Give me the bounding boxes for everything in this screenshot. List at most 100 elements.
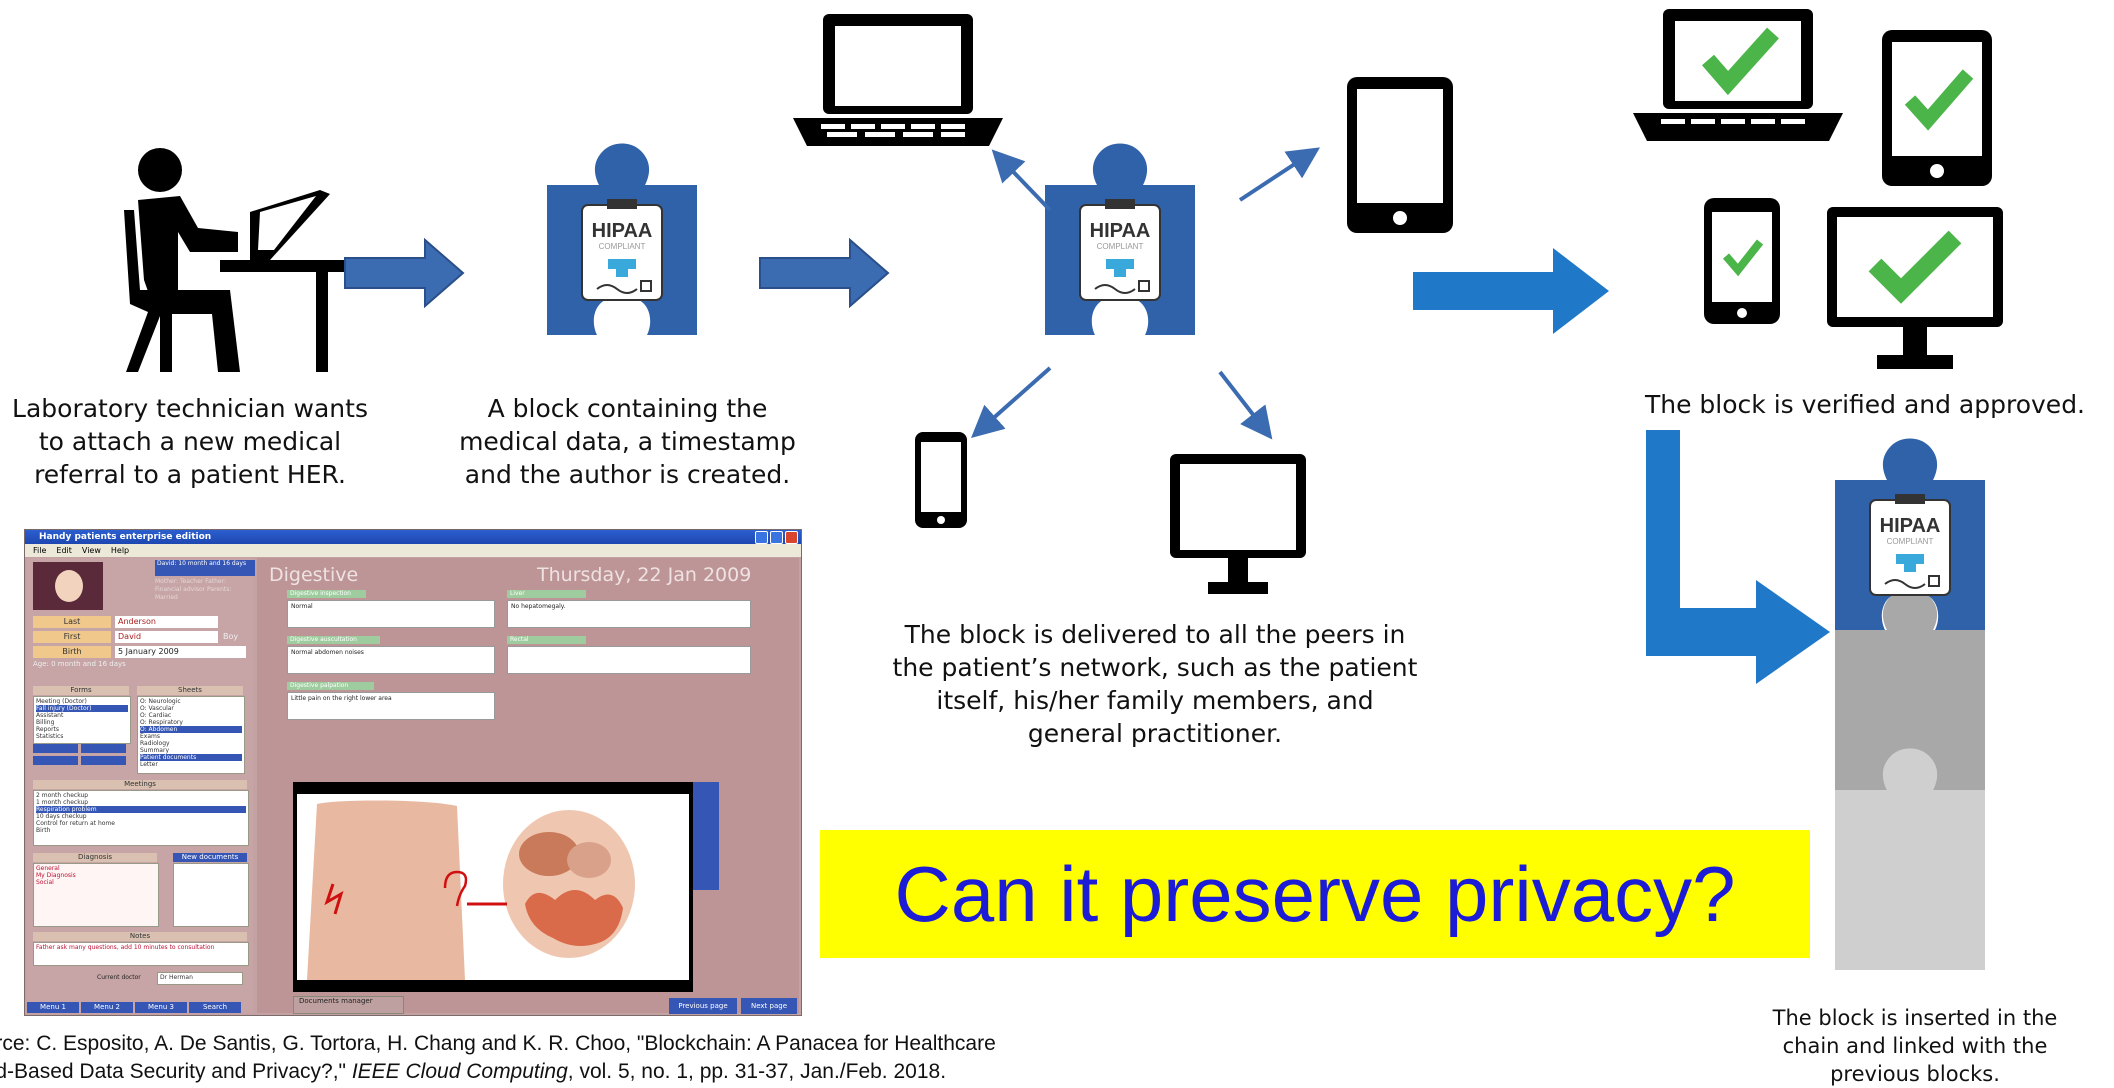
sheet-item[interactable]: Letter — [140, 761, 158, 768]
tab-menu-1[interactable]: Menu 1 — [27, 1002, 79, 1013]
rectal-label: Rectal — [507, 636, 586, 644]
tablet-verified-icon — [1882, 30, 1992, 186]
inserted-caption: The block is inserted in the chain and l… — [1772, 1006, 2058, 1086]
last-field[interactable]: Anderson — [115, 616, 218, 628]
sheet-item[interactable]: Summary — [140, 747, 169, 754]
arrow-right-3 — [1413, 248, 1609, 334]
inspection-field[interactable]: Normal — [287, 600, 495, 628]
agenda-button[interactable] — [81, 756, 126, 765]
meetings-list[interactable]: 2 month checkup 1 month checkup Respirat… — [33, 790, 249, 846]
phone-verified-icon — [1704, 198, 1780, 324]
source-line-2-post: , vol. 5, no. 1, pp. 31-37, Jan./Feb. 20… — [567, 1060, 947, 1083]
next-page-button[interactable]: Next page — [741, 998, 797, 1014]
forms-list[interactable]: Meeting (Doctor) Fall injury (Doctor) As… — [33, 696, 131, 744]
meetings-header: Meetings — [33, 780, 247, 789]
diagnosis-item[interactable]: Social — [36, 879, 54, 886]
menu-edit[interactable]: Edit — [56, 546, 72, 555]
sex-field: Boy — [223, 632, 239, 641]
form-item[interactable]: Assistant — [36, 712, 64, 719]
source-journal: IEEE Cloud Computing — [351, 1060, 568, 1083]
image-toolbar[interactable] — [693, 782, 719, 890]
form-item[interactable]: Meeting (Doctor) — [36, 698, 87, 705]
close-button[interactable] — [785, 531, 798, 544]
tablet-icon — [1347, 77, 1453, 233]
birth-field[interactable]: 5 January 2009 — [115, 646, 246, 658]
window-buttons — [755, 531, 798, 544]
source-line-1: ource: C. Esposito, A. De Santis, G. Tor… — [0, 1032, 996, 1055]
svg-text:HIPAA: HIPAA — [592, 220, 653, 242]
verified-caption: The block is verified and approved. — [1644, 390, 2086, 419]
auscultation-field[interactable]: Normal abdomen noises — [287, 646, 495, 674]
diagnosis-item[interactable]: My Diagnosis — [36, 872, 76, 879]
auscultation-label: Digestive auscultation — [287, 636, 380, 644]
documents-manager-button[interactable]: Documents manager — [293, 996, 404, 1014]
section-title: Digestive — [269, 564, 359, 586]
diagnosis-item[interactable]: General — [36, 865, 60, 872]
meeting-item[interactable]: 2 month checkup — [36, 792, 89, 799]
palpation-label: Digestive palpation — [287, 682, 374, 690]
inspection-label: Digestive inspection — [287, 590, 366, 598]
diagnosis-list[interactable]: General My Diagnosis Social — [33, 863, 159, 927]
broadcast-arrows — [971, 147, 1321, 440]
first-field[interactable]: David — [115, 631, 218, 643]
new-documents-list[interactable] — [173, 863, 249, 927]
arrow-right-1 — [344, 237, 465, 309]
puzzle-block-delivered: HIPAA COMPLIANT — [1045, 143, 1195, 335]
admission-button[interactable] — [33, 756, 78, 765]
form-item[interactable]: Fall injury (Doctor) — [36, 705, 128, 712]
sheet-item[interactable]: O: Abdomen — [140, 726, 242, 733]
anatomy-image — [297, 794, 689, 980]
app-right-panel: Digestive Thursday, 22 Jan 2009 Digestiv… — [257, 558, 799, 1014]
current-doctor-label: Current doctor — [97, 974, 141, 981]
app-title: Handy patients enterprise edition — [39, 532, 212, 542]
anatomy-image-panel — [293, 782, 693, 992]
sheets-list[interactable]: O: Neurologic O: Vascular O: Cardiac O: … — [137, 696, 245, 774]
form-item[interactable]: Statistics — [36, 733, 64, 740]
sheet-item[interactable]: O: Vascular — [140, 705, 174, 712]
sym-button[interactable] — [81, 744, 126, 753]
sheet-item[interactable]: O: Cardiac — [140, 712, 172, 719]
laptop-icon — [793, 14, 1003, 146]
previous-page-button[interactable]: Previous page — [669, 998, 737, 1014]
sheet-item[interactable]: Exams — [140, 733, 160, 740]
meeting-item[interactable]: Birth — [36, 827, 51, 834]
source-citation: ource: C. Esposito, A. De Santis, G. Tor… — [0, 1030, 1372, 1086]
notes-header: Notes — [33, 932, 247, 941]
sheet-item[interactable]: Patient documents — [140, 754, 242, 761]
meeting-item[interactable]: Respiration problem — [36, 806, 246, 813]
tab-menu-2[interactable]: Menu 2 — [81, 1002, 133, 1013]
arrow-right-2 — [759, 237, 890, 309]
sheet-item[interactable]: O: Respiratory — [140, 719, 183, 726]
monitor-icon — [1170, 454, 1306, 594]
palpation-field[interactable]: Little pain on the right lower area — [287, 692, 495, 720]
minimize-button[interactable] — [755, 531, 768, 544]
meeting-item[interactable]: 1 month checkup — [36, 799, 89, 806]
tab-menu-3[interactable]: Menu 3 — [135, 1002, 187, 1013]
puzzle-block-created: HIPAA COMPLIANT — [547, 143, 697, 335]
patient-photo — [33, 562, 103, 610]
maximize-button[interactable] — [770, 531, 783, 544]
soap-button[interactable] — [33, 744, 78, 753]
meeting-item[interactable]: Control for return at home — [36, 820, 115, 827]
rectal-field[interactable] — [507, 646, 751, 674]
svg-text:COMPLIANT: COMPLIANT — [1887, 537, 1934, 546]
liver-field[interactable]: No hepatomegaly. — [507, 600, 751, 628]
patient-app-screenshot: Handy patients enterprise edition File E… — [24, 529, 802, 1016]
svg-text:COMPLIANT: COMPLIANT — [599, 242, 646, 251]
tab-search[interactable]: Search — [189, 1002, 241, 1013]
sheet-item[interactable]: O: Neurologic — [140, 698, 181, 705]
meeting-item[interactable]: 10 days checkup — [36, 813, 87, 820]
current-doctor-field[interactable]: Dr Herman — [157, 972, 243, 985]
form-item[interactable]: Billing — [36, 719, 55, 726]
monitor-verified-icon — [1827, 207, 2003, 369]
menu-file[interactable]: File — [33, 546, 47, 555]
form-item[interactable]: Reports — [36, 726, 60, 733]
menu-help[interactable]: Help — [110, 546, 130, 555]
sheet-item[interactable]: Radiology — [140, 740, 170, 747]
svg-text:COMPLIANT: COMPLIANT — [1097, 242, 1144, 251]
block-created-caption: A block containing the medical data, a t… — [459, 394, 796, 489]
forms-header: Forms — [33, 686, 129, 695]
notes-field[interactable]: Father ask many questions, add 10 minute… — [33, 942, 249, 966]
technician-caption: Laboratory technician wants to attach a … — [12, 394, 368, 489]
menu-view[interactable]: View — [81, 546, 101, 555]
